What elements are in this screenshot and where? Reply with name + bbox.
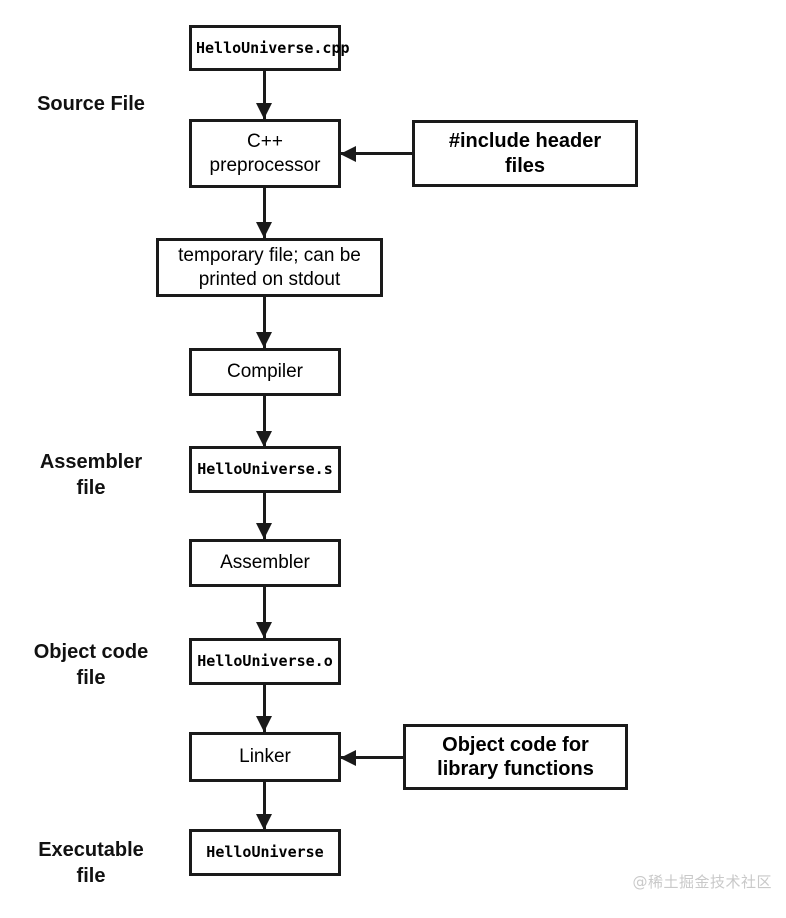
arrowhead-compiler-to-asmfile (256, 431, 272, 447)
node-object-code-library[interactable]: Object code for library functions (403, 724, 628, 790)
node-cpp-preprocessor-label: C++ preprocessor (209, 131, 321, 176)
node-hellouniverse-o[interactable]: HelloUniverse.o (189, 638, 341, 685)
stage-label-object-code-file: Object code file (33, 641, 149, 689)
connector-preprocessor-to-temporary (263, 186, 266, 238)
arrowhead-cpp-to-preprocessor (256, 103, 272, 119)
watermark: @稀土掘金技术社区 (632, 873, 772, 891)
node-temporary-file-label: temporary file; can be printed on stdout (178, 245, 361, 290)
node-assembler[interactable]: Assembler (189, 539, 341, 587)
connector-objfile-to-linker (263, 684, 266, 732)
node-hellouniverse[interactable]: HelloUniverse (189, 829, 341, 876)
node-hellouniverse-cpp[interactable]: HelloUniverse.cpp (189, 25, 350, 71)
node-temporary-file[interactable]: temporary file; can be printed on stdout (156, 238, 383, 297)
connector-asmfile-to-assembler (263, 492, 266, 539)
stage-label-assembler-file: Assembler file (39, 451, 143, 499)
connector-include-to-preprocessor (340, 152, 414, 155)
node-include-header-files[interactable]: #include header files (412, 120, 638, 187)
node-object-code-library-label: Object code for library functions (437, 733, 594, 780)
node-hellouniverse-s-label: HelloUniverse.s (197, 460, 333, 479)
arrowhead-asmfile-to-assembler (256, 523, 272, 539)
node-assembler-label: Assembler (220, 552, 310, 574)
arrowhead-include-to-preprocessor (340, 146, 356, 162)
node-hellouniverse-o-label: HelloUniverse.o (197, 652, 333, 671)
arrowhead-linker-to-executable (256, 814, 272, 830)
node-hellouniverse-s[interactable]: HelloUniverse.s (189, 446, 341, 493)
connector-assembler-to-objfile (263, 586, 266, 638)
node-include-header-files-label: #include header files (448, 130, 602, 177)
connector-linker-to-executable (263, 782, 266, 830)
node-hellouniverse-label: HelloUniverse (206, 843, 324, 862)
node-hellouniverse-cpp-label: HelloUniverse.cpp (196, 38, 350, 57)
node-compiler-label: Compiler (226, 361, 304, 383)
connector-cpp-to-preprocessor (263, 69, 266, 119)
arrowhead-preprocessor-to-temporary (256, 222, 272, 238)
connector-library-to-linker (340, 756, 405, 759)
node-linker-label: Linker (239, 746, 291, 768)
arrowhead-objfile-to-linker (256, 716, 272, 732)
arrowhead-assembler-to-objfile (256, 622, 272, 638)
stage-label-source-file: Source File (37, 93, 145, 115)
connector-compiler-to-asmfile (263, 395, 266, 447)
arrowhead-temporary-to-compiler (256, 332, 272, 348)
node-cpp-preprocessor[interactable]: C++ preprocessor (189, 119, 341, 188)
connector-temporary-to-compiler (263, 296, 266, 348)
arrowhead-library-to-linker (340, 750, 356, 766)
node-linker[interactable]: Linker (189, 732, 341, 782)
stage-label-executable-file: Executable file (38, 839, 144, 887)
node-compiler[interactable]: Compiler (189, 348, 341, 396)
